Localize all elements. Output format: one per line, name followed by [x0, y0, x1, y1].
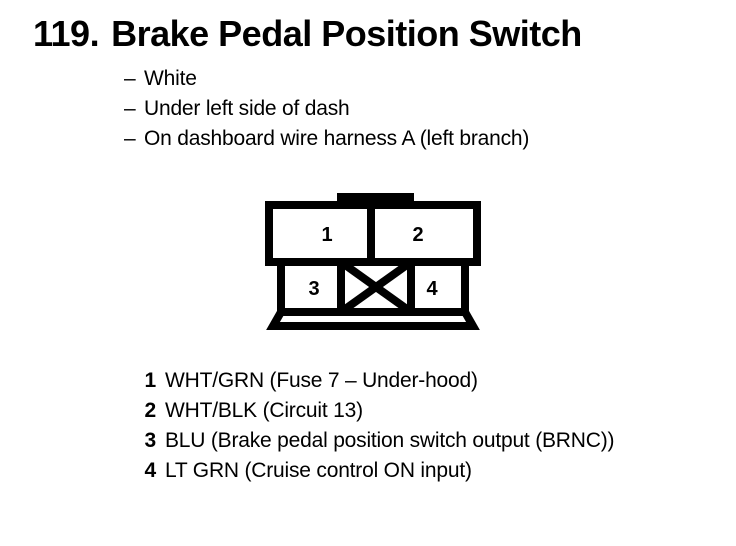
- en-dash-icon: –: [124, 67, 136, 90]
- list-item: 1 WHT/GRN (Fuse 7 – Under-hood): [130, 366, 614, 396]
- cavity-label-2: 2: [412, 224, 423, 246]
- attribute-list: – White – Under left side of dash – On d…: [124, 64, 529, 154]
- list-item: – White: [124, 64, 529, 94]
- cavity-label-3: 3: [308, 278, 319, 300]
- pin-number: 1: [144, 369, 157, 392]
- pin-description: LT GRN (Cruise control ON input): [165, 459, 472, 482]
- page-title: 119. Brake Pedal Position Switch: [33, 14, 582, 54]
- list-item: 2 WHT/BLK (Circuit 13): [130, 396, 614, 426]
- connector-svg: 1 2 3 4: [265, 193, 481, 330]
- pin-description: BLU (Brake pedal position switch output …: [165, 429, 615, 452]
- pin-description: WHT/BLK (Circuit 13): [165, 399, 363, 422]
- blank-cavity-x-stroke-2: [338, 258, 414, 316]
- title-text: Brake Pedal Position Switch: [111, 13, 582, 54]
- list-item-label: White: [144, 67, 197, 90]
- pin-number: 2: [144, 399, 157, 422]
- list-item: 4 LT GRN (Cruise control ON input): [130, 456, 614, 486]
- list-item-label: On dashboard wire harness A (left branch…: [144, 127, 530, 150]
- list-item: 3 BLU (Brake pedal position switch outpu…: [130, 426, 615, 456]
- en-dash-icon: –: [124, 127, 136, 150]
- cavity-label-1: 1: [321, 224, 332, 246]
- cavity-label-4: 4: [426, 278, 438, 300]
- pin-number: 4: [144, 459, 157, 482]
- en-dash-icon: –: [124, 97, 136, 120]
- item-number: 119.: [33, 13, 100, 54]
- connector-base-foot: [266, 310, 480, 330]
- connector-diagram: 1 2 3 4: [265, 193, 481, 330]
- pin-number: 3: [144, 429, 157, 452]
- pin-legend: 1 WHT/GRN (Fuse 7 – Under-hood) 2 WHT/BL…: [130, 366, 615, 486]
- list-item: – On dashboard wire harness A (left bran…: [124, 124, 529, 154]
- list-item: – Under left side of dash: [124, 94, 529, 124]
- pin-description: WHT/GRN (Fuse 7 – Under-hood): [165, 369, 478, 392]
- list-item-label: Under left side of dash: [144, 97, 350, 120]
